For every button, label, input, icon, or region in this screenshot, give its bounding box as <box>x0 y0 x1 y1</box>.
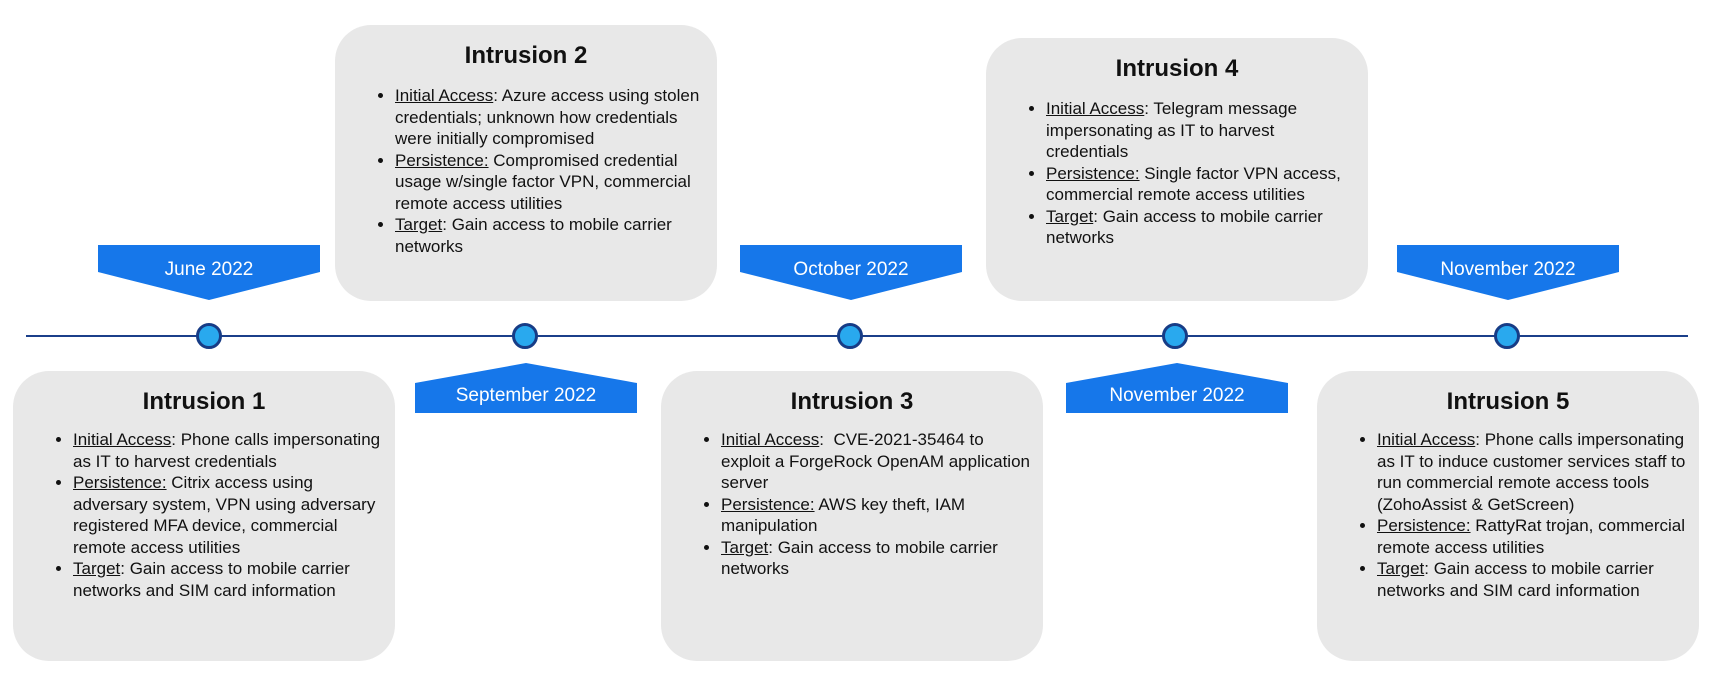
item-text: Phone calls impersonating as IT to harve… <box>73 430 381 471</box>
item-text: Gain access to mobile carrier networks <box>1046 206 1323 248</box>
date-label-5: November 2022 <box>1440 259 1576 280</box>
item-separator: : <box>1475 430 1485 449</box>
item-separator: : <box>171 430 181 449</box>
item-text: AWS key theft, IAM manipulation <box>721 494 966 536</box>
timeline-node-3 <box>837 323 863 349</box>
intrusion-details: Initial Access: Azure access using stole… <box>335 85 717 257</box>
persistence-item: Persistence: Citrix access using adversa… <box>73 472 385 558</box>
item-separator: : <box>1093 206 1103 226</box>
timeline-node-5 <box>1494 323 1520 349</box>
item-text: Gain access to mobile carrier networks a… <box>1377 559 1654 600</box>
target-item: Target: Gain access to mobile carrier ne… <box>395 214 707 257</box>
timeline-node-1 <box>196 323 222 349</box>
date-tag-4: November 2022 <box>1066 361 1288 421</box>
item-text: Gain access to mobile carrier networks <box>721 537 998 579</box>
initial-access-item: Initial Access: Phone calls impersonatin… <box>73 429 385 472</box>
item-label: Persistence: <box>73 473 167 492</box>
item-label: Target <box>1046 206 1094 226</box>
date-tag-2: September 2022 <box>415 361 637 421</box>
item-text: Gain access to mobile carrier networks <box>395 215 672 256</box>
item-separator: : <box>1144 99 1154 118</box>
item-label: Persistence: <box>1377 516 1471 535</box>
date-tag-5: November 2022 <box>1397 245 1619 305</box>
intrusion-card-5: Intrusion 5 Initial Access: Phone calls … <box>1317 371 1699 661</box>
intrusion-title: Intrusion 4 <box>1115 55 1239 82</box>
intrusion-title: Intrusion 1 <box>142 388 266 415</box>
target-item: Target: Gain access to mobile carrier ne… <box>721 537 1033 580</box>
item-separator: : <box>120 559 130 578</box>
item-label: Persistence: <box>395 150 489 170</box>
intrusion-details: Initial Access: Telegram message imperso… <box>986 98 1368 249</box>
initial-access-item: Initial Access: Phone calls impersonatin… <box>1377 429 1693 515</box>
item-text: Azure access using stolen credentials; u… <box>395 86 700 148</box>
intrusion-card-2: Intrusion 2 Initial Access: Azure access… <box>335 25 717 301</box>
target-item: Target: Gain access to mobile carrier ne… <box>1377 558 1693 601</box>
item-label: Initial Access <box>1046 99 1145 118</box>
intrusion-title: Intrusion 5 <box>1446 388 1570 415</box>
target-item: Target: Gain access to mobile carrier ne… <box>1046 206 1358 249</box>
item-text: CVE-2021-35464 to exploit a ForgeRock Op… <box>721 430 1030 492</box>
item-text: Phone calls impersonating as IT to induc… <box>1377 430 1686 514</box>
intrusion-title: Intrusion 2 <box>464 42 588 69</box>
item-text: Telegram message impersonating as IT to … <box>1046 99 1298 161</box>
date-label-4: November 2022 <box>1109 385 1245 406</box>
persistence-item: Persistence: Compromised credential usag… <box>395 150 707 215</box>
item-label: Initial Access <box>73 430 172 449</box>
initial-access-item: Initial Access: Telegram message imperso… <box>1046 98 1358 163</box>
intrusion-details: Initial Access: Phone calls impersonatin… <box>1317 429 1699 601</box>
item-label: Persistence: <box>721 494 815 514</box>
item-text: Single factor VPN access, commercial rem… <box>1046 163 1341 205</box>
item-text: RattyRat trojan, commercial remote acces… <box>1377 516 1686 557</box>
date-label-1: June 2022 <box>164 259 254 280</box>
date-tag-3: October 2022 <box>740 245 962 305</box>
item-label: Target <box>1377 559 1425 578</box>
intrusion-details: Initial Access: CVE-2021-35464 to exploi… <box>661 429 1043 580</box>
item-separator: : <box>1424 559 1434 578</box>
item-text: Compromised credential usage w/single fa… <box>395 150 691 213</box>
date-label-2: September 2022 <box>455 385 597 406</box>
item-label: Target <box>721 537 769 557</box>
item-label: Initial Access <box>395 86 494 105</box>
target-item: Target: Gain access to mobile carrier ne… <box>73 558 385 601</box>
date-label-3: October 2022 <box>793 259 909 280</box>
initial-access-item: Initial Access: Azure access using stole… <box>395 85 707 150</box>
intrusion-details: Initial Access: Phone calls impersonatin… <box>13 429 395 601</box>
item-text: Citrix access using adversary system, VP… <box>73 473 376 557</box>
item-label: Target <box>73 559 121 578</box>
item-label: Initial Access <box>1377 430 1476 449</box>
persistence-item: Persistence: AWS key theft, IAM manipula… <box>721 494 1033 537</box>
item-separator: : <box>819 430 834 449</box>
item-separator: : <box>493 86 502 105</box>
item-label: Persistence: <box>1046 163 1140 183</box>
timeline-node-2 <box>512 323 538 349</box>
timeline-node-4 <box>1162 323 1188 349</box>
item-label: Initial Access <box>721 430 820 449</box>
persistence-item: Persistence: RattyRat trojan, commercial… <box>1377 515 1693 558</box>
intrusion-card-1: Intrusion 1 Initial Access: Phone calls … <box>13 371 395 661</box>
item-separator: : <box>768 537 778 557</box>
intrusion-card-4: Intrusion 4 Initial Access: Telegram mes… <box>986 38 1368 301</box>
intrusion-card-3: Intrusion 3 Initial Access: CVE-2021-354… <box>661 371 1043 661</box>
item-label: Target <box>395 215 443 234</box>
date-tag-1: June 2022 <box>98 245 320 305</box>
item-text: Gain access to mobile carrier networks a… <box>73 559 350 600</box>
item-separator: : <box>442 215 452 234</box>
initial-access-item: Initial Access: CVE-2021-35464 to exploi… <box>721 429 1033 494</box>
persistence-item: Persistence: Single factor VPN access, c… <box>1046 163 1358 206</box>
intrusion-title: Intrusion 3 <box>790 388 914 415</box>
